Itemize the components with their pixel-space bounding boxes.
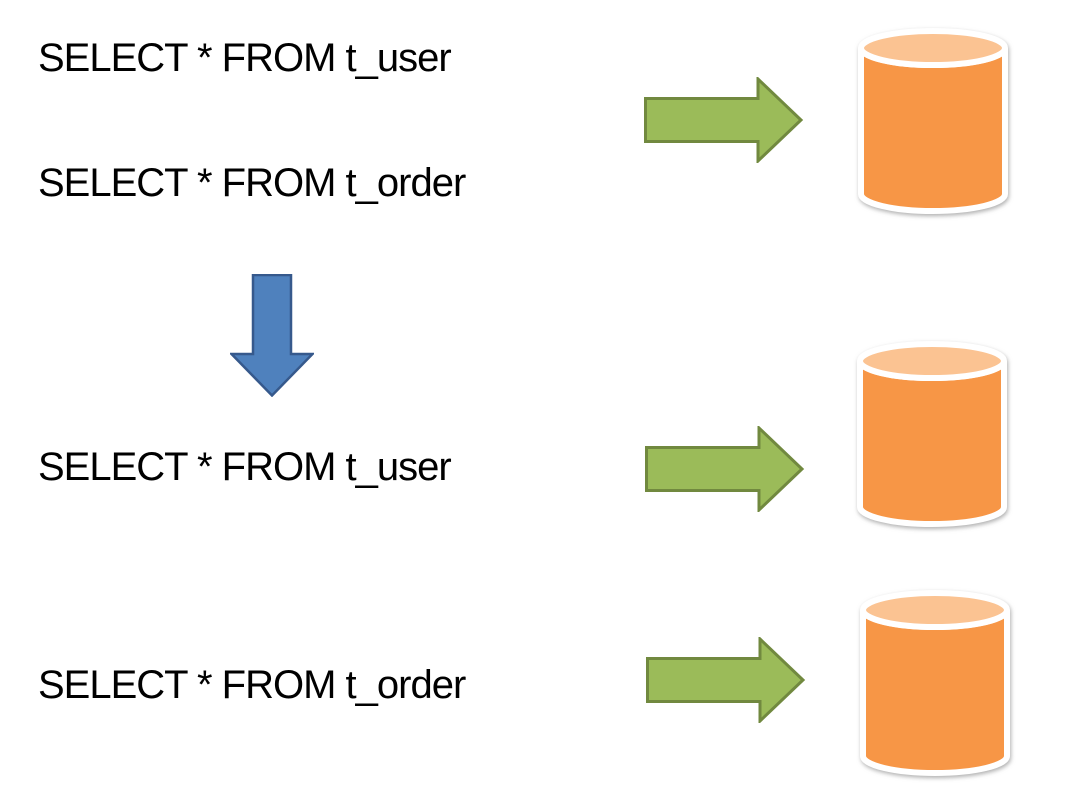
database-cylinder-icon <box>860 590 1010 776</box>
blue-down-arrow-icon <box>230 274 314 397</box>
sql-query-after-order: SELECT * FROM t_order <box>38 663 466 707</box>
sql-query-before-user: SELECT * FROM t_user <box>38 36 452 80</box>
database-cylinder-icon <box>858 28 1008 214</box>
sql-query-before-order: SELECT * FROM t_order <box>38 161 466 205</box>
green-right-arrow-icon <box>645 426 805 512</box>
sql-query-after-user: SELECT * FROM t_user <box>38 445 452 489</box>
green-right-arrow-icon <box>644 77 804 163</box>
green-right-arrow-icon <box>646 637 806 723</box>
database-cylinder-icon <box>857 341 1007 527</box>
